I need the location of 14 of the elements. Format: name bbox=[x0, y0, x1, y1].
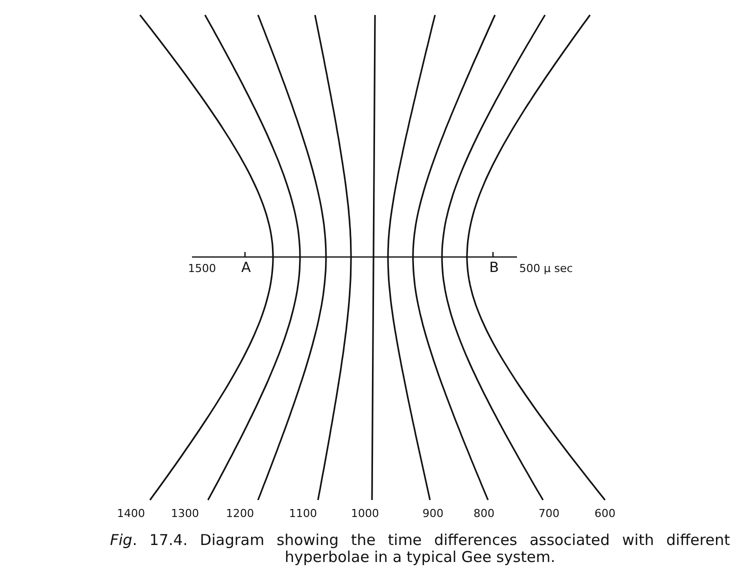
curve-value: 600 bbox=[594, 507, 616, 520]
station-label: A bbox=[241, 262, 251, 275]
figure-caption: Fig. 17.4. Diagram showing the time differences associated with different hyperbolae in a typical Gee system. bbox=[110, 532, 730, 566]
scale-value: 1500 bbox=[188, 262, 216, 275]
curve-value: 1000 bbox=[351, 507, 379, 520]
curve-value: 700 bbox=[538, 507, 560, 520]
curve-value: 1100 bbox=[289, 507, 317, 520]
curve-value: 1300 bbox=[171, 507, 199, 520]
station-label: B bbox=[489, 262, 499, 275]
curve-value: 1400 bbox=[117, 507, 145, 520]
curve-value: 1200 bbox=[226, 507, 254, 520]
curve-value: 800 bbox=[474, 507, 494, 520]
scale-value: 500 μ sec bbox=[519, 262, 573, 275]
curve-value: 900 bbox=[422, 507, 444, 520]
